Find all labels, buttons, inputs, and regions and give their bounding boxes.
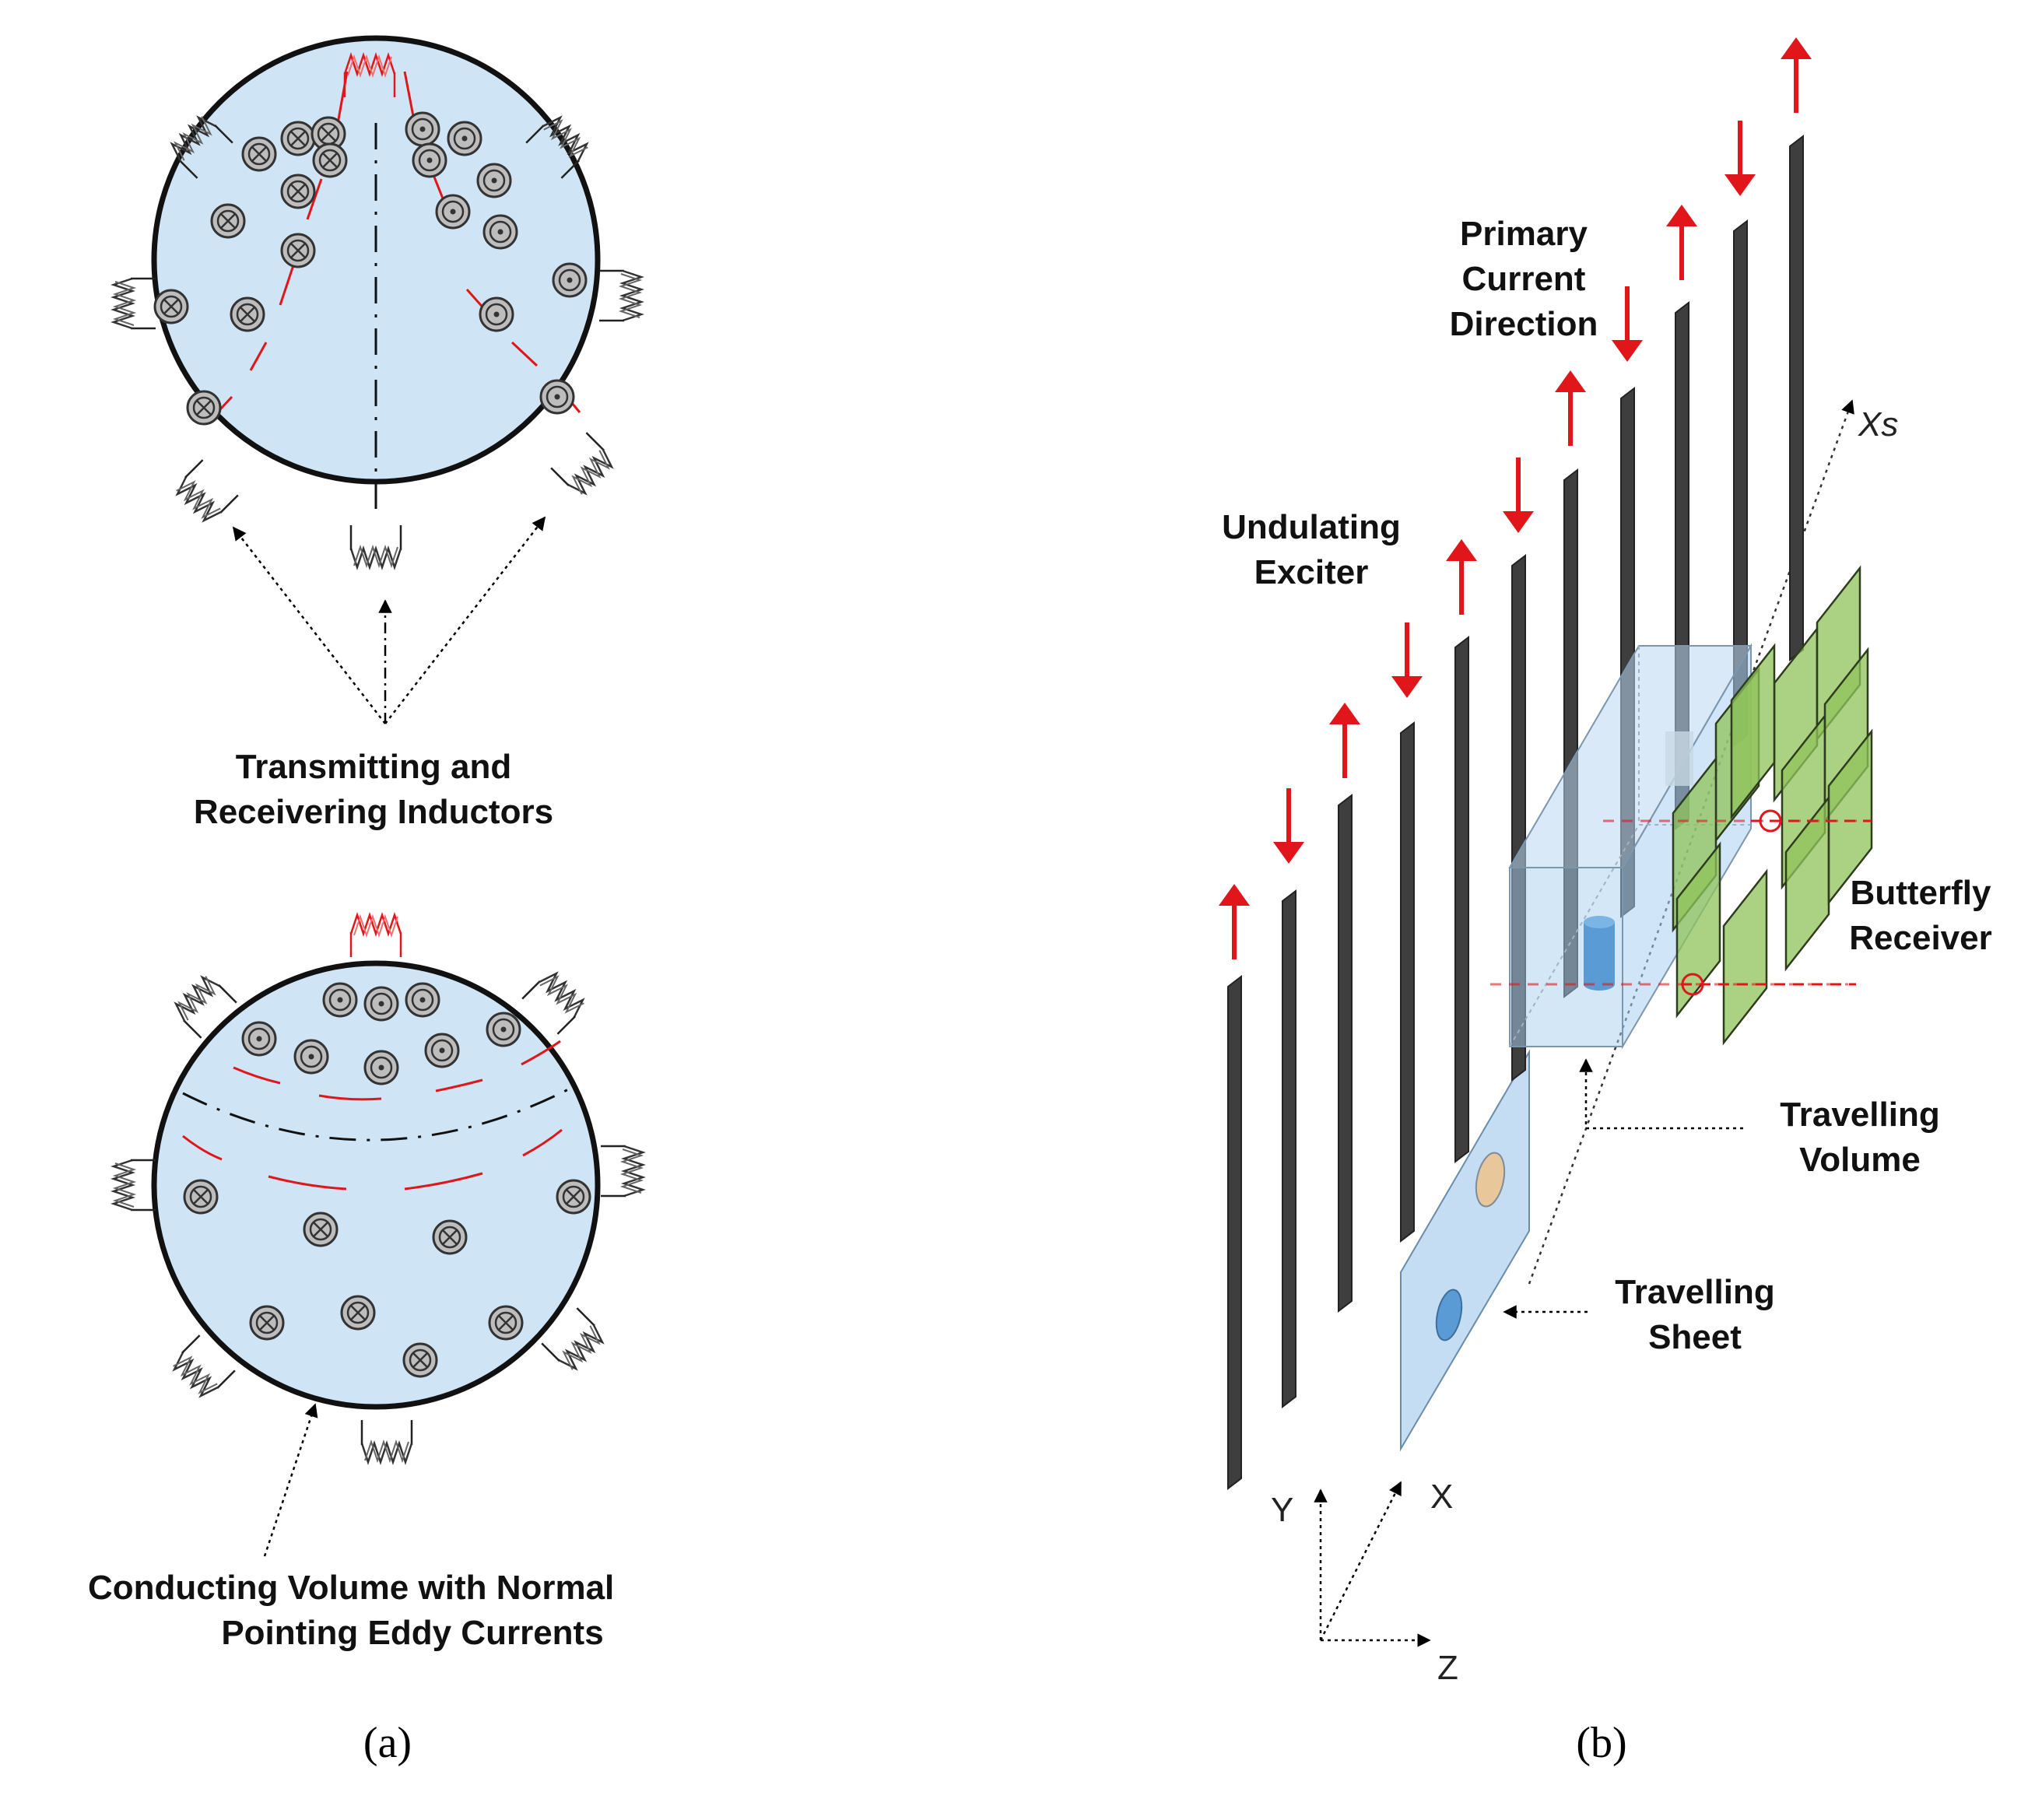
travelling-sheet bbox=[1400, 1049, 1530, 1452]
caption-b: (b) bbox=[1576, 1719, 1626, 1767]
current-arrow-down bbox=[1612, 286, 1643, 362]
current-arrow-up bbox=[1666, 205, 1697, 280]
exciter-diagram bbox=[1219, 37, 1873, 1647]
current-arrow-down bbox=[1273, 788, 1304, 864]
caption-a: (a) bbox=[363, 1719, 412, 1767]
current-arrow-up bbox=[1555, 370, 1586, 446]
label-travel-sheet-line1: Travelling bbox=[1615, 1273, 1774, 1311]
volume-label-arrow bbox=[1579, 1058, 1743, 1130]
label-travel-sheet-line2: Sheet bbox=[1648, 1318, 1742, 1356]
axis-label-x: X bbox=[1430, 1478, 1453, 1516]
current-arrow-down bbox=[1724, 121, 1756, 196]
volume-pointer-arrow bbox=[263, 1403, 318, 1557]
conducting-disc-bottom bbox=[151, 960, 601, 1410]
xs-axis-line bbox=[1528, 399, 1854, 1285]
top-disc-diagram bbox=[112, 35, 643, 724]
disc-centerline-bottom bbox=[182, 1084, 577, 1141]
volume-inclusion-cylinder bbox=[1584, 922, 1615, 984]
current-arrow-up bbox=[1781, 37, 1812, 113]
coordinate-axes bbox=[1314, 1481, 1431, 1647]
label-receiver-line1: Butterfly bbox=[1851, 874, 1991, 912]
current-arrow-down bbox=[1391, 622, 1423, 698]
conducting-disc-top bbox=[151, 35, 601, 485]
sheet-inclusion-blue bbox=[1435, 1289, 1463, 1341]
label-inductors-line1: Transmitting and bbox=[236, 748, 511, 786]
label-primary-line3: Direction bbox=[1450, 305, 1598, 343]
axis-label-xs: Xs bbox=[1858, 405, 1898, 444]
label-inductors-line2: Receivering Inductors bbox=[194, 793, 553, 831]
label-volume-line2: Pointing Eddy Currents bbox=[221, 1614, 603, 1652]
bottom-disc-diagram bbox=[112, 914, 644, 1557]
receiver-center-upper bbox=[1759, 809, 1782, 833]
label-receiver-line2: Receiver bbox=[1849, 919, 1991, 957]
axis-label-y: Y bbox=[1271, 1491, 1293, 1529]
receiver-centre-lines bbox=[1490, 809, 1872, 996]
receiver-center-lower bbox=[1681, 973, 1704, 996]
butterfly-receiver-panels bbox=[1672, 565, 1873, 1046]
current-arrow-down bbox=[1503, 458, 1534, 533]
label-travel-volume-line1: Travelling bbox=[1780, 1096, 1939, 1134]
axis-label-z: Z bbox=[1437, 1649, 1458, 1687]
label-exciter-line2: Exciter bbox=[1254, 553, 1369, 591]
transmit-coil-bottom bbox=[349, 914, 402, 959]
current-arrow-up bbox=[1329, 703, 1360, 778]
volume-inclusion-ghost bbox=[1665, 731, 1693, 786]
label-primary-line2: Current bbox=[1462, 260, 1586, 298]
label-travel-volume-line2: Volume bbox=[1799, 1141, 1921, 1179]
current-arrow-up bbox=[1446, 539, 1477, 615]
sheet-inclusion-tan bbox=[1475, 1152, 1506, 1208]
inductor-pointer-arrows bbox=[232, 516, 546, 724]
current-arrow-up bbox=[1219, 884, 1250, 959]
label-volume-line1: Conducting Volume with Normal bbox=[88, 1569, 614, 1607]
x-axis-arrow bbox=[1319, 1481, 1402, 1641]
label-exciter-line1: Undulating bbox=[1222, 508, 1401, 546]
red-current-lines-bottom bbox=[182, 1040, 563, 1191]
label-primary-line1: Primary bbox=[1460, 215, 1588, 253]
